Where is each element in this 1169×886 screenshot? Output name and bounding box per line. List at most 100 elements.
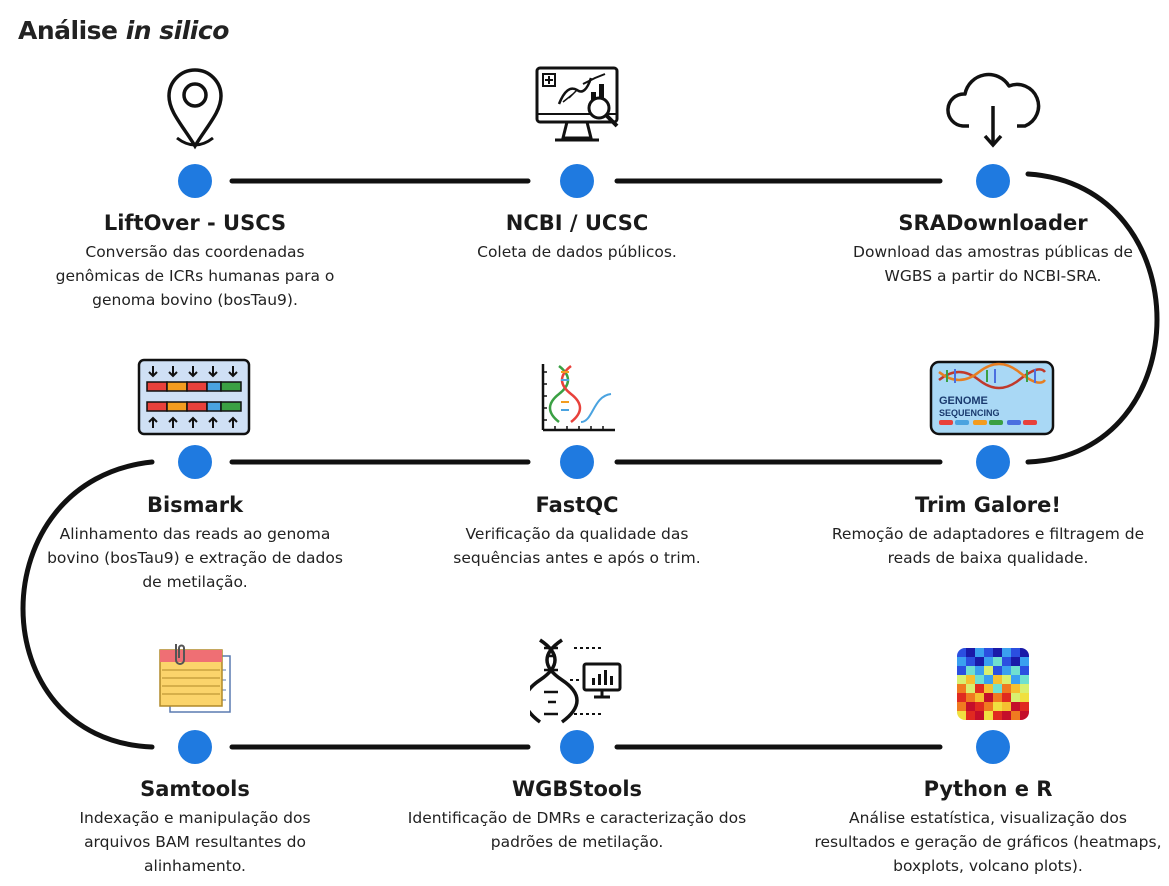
step-title: FastQC bbox=[535, 493, 619, 517]
dna-quality-icon bbox=[541, 364, 615, 432]
heatmap-cell bbox=[975, 684, 984, 693]
step-samtools: Samtools Indexação e manipulação dos arq… bbox=[15, 776, 375, 878]
heatmap-cell bbox=[1011, 666, 1020, 675]
step-title: SRADownloader bbox=[898, 211, 1088, 235]
heatmap-cell bbox=[1011, 648, 1020, 657]
heatmap-cell bbox=[1002, 684, 1011, 693]
heatmap-cell bbox=[975, 675, 984, 684]
heatmap-cell bbox=[1002, 648, 1011, 657]
heatmap-cell bbox=[993, 675, 1002, 684]
step-title: Bismark bbox=[146, 493, 244, 517]
dna-monitor-icon bbox=[530, 638, 622, 724]
step-title: Trim Galore! bbox=[915, 493, 1061, 517]
heatmap-cell bbox=[1011, 702, 1020, 711]
heatmap-cell bbox=[984, 675, 993, 684]
step-title: Samtools bbox=[140, 777, 250, 801]
step-sradownloader: SRADownloader Download das amostras públ… bbox=[813, 210, 1169, 288]
sequencing-text: SEQUENCING bbox=[939, 408, 1000, 418]
step-dot-9 bbox=[976, 730, 1010, 764]
heatmap-cell bbox=[1002, 711, 1011, 720]
heatmap-cell bbox=[1011, 684, 1020, 693]
heatmap-cell bbox=[993, 702, 1002, 711]
heatmap-cell bbox=[957, 666, 966, 675]
heatmap-cell bbox=[1002, 693, 1011, 702]
heatmap-cell bbox=[984, 684, 993, 693]
step-description: Verificação da qualidade das sequências … bbox=[453, 525, 701, 567]
alignment-icon bbox=[137, 358, 251, 436]
heatmap-cell bbox=[984, 666, 993, 675]
step-python-r: Python e R Análise estatística, visualiz… bbox=[808, 776, 1168, 878]
data-monitor-icon bbox=[535, 66, 619, 142]
step-dot-6 bbox=[976, 445, 1010, 479]
heatmap-cell bbox=[1011, 675, 1020, 684]
step-description: Coleta de dados públicos. bbox=[477, 243, 677, 261]
heatmap-cell bbox=[993, 648, 1002, 657]
step-bismark: Bismark Alinhamento das reads ao genoma … bbox=[15, 492, 375, 594]
heatmap-cell bbox=[966, 648, 975, 657]
heatmap-cell bbox=[1020, 666, 1029, 675]
step-dot-2 bbox=[560, 164, 594, 198]
step-title: NCBI / UCSC bbox=[505, 211, 649, 235]
step-description: Conversão das coordenadas genômicas de I… bbox=[55, 243, 335, 309]
step-title: Python e R bbox=[923, 777, 1053, 801]
step-description: Download das amostras públicas de WGBS a… bbox=[853, 243, 1133, 285]
step-title: WGBStools bbox=[511, 777, 643, 801]
heatmap-cell bbox=[966, 693, 975, 702]
step-liftover: LiftOver - USCS Conversão das coordenada… bbox=[15, 210, 375, 312]
heatmap-cell bbox=[993, 666, 1002, 675]
step-wgbstools: WGBStools Identificação de DMRs e caract… bbox=[397, 776, 757, 854]
step-description: Remoção de adaptadores e filtragem de re… bbox=[831, 525, 1145, 567]
step-dot-3 bbox=[976, 164, 1010, 198]
heatmap-cell bbox=[1011, 657, 1020, 666]
heatmap-cell bbox=[957, 702, 966, 711]
heatmap-cell bbox=[966, 675, 975, 684]
genome-sequencing-icon: GENOME SEQUENCING bbox=[929, 360, 1055, 436]
heatmap-cell bbox=[993, 684, 1002, 693]
heatmap-cell bbox=[975, 693, 984, 702]
step-ncbi-ucsc: NCBI / UCSC Coleta de dados públicos. bbox=[397, 210, 757, 264]
step-title: LiftOver - USCS bbox=[103, 211, 287, 235]
heatmap-cell bbox=[1020, 648, 1029, 657]
connector-4-7 bbox=[20, 459, 155, 750]
heatmap-cell bbox=[957, 693, 966, 702]
heatmap-cell bbox=[1002, 666, 1011, 675]
diagram-title: Análise in silico bbox=[18, 16, 229, 45]
map-pin-icon bbox=[167, 68, 223, 150]
heatmap-cell bbox=[1020, 702, 1029, 711]
heatmap-cell bbox=[966, 666, 975, 675]
heatmap-cell bbox=[975, 648, 984, 657]
heatmap-cell bbox=[975, 657, 984, 666]
heatmap-cell bbox=[975, 711, 984, 720]
heatmap-cell bbox=[957, 657, 966, 666]
step-dot-1 bbox=[178, 164, 212, 198]
genome-text: GENOME bbox=[939, 395, 988, 407]
heatmap-cell bbox=[984, 657, 993, 666]
heatmap-cell bbox=[957, 675, 966, 684]
heatmap-cell bbox=[975, 702, 984, 711]
heatmap-cell bbox=[1020, 693, 1029, 702]
files-icon bbox=[159, 644, 231, 713]
heatmap-cell bbox=[957, 684, 966, 693]
heatmap-cell bbox=[1020, 711, 1029, 720]
heatmap-cell bbox=[966, 711, 975, 720]
heatmap-cell bbox=[1020, 675, 1029, 684]
step-description: Indexação e manipulação dos arquivos BAM… bbox=[79, 809, 311, 875]
title-main: Análise bbox=[18, 16, 118, 45]
step-description: Análise estatística, visualização dos re… bbox=[814, 809, 1162, 875]
heatmap-cell bbox=[1020, 684, 1029, 693]
heatmap-cell bbox=[1011, 711, 1020, 720]
heatmap-cell bbox=[984, 702, 993, 711]
heatmap-cell bbox=[993, 657, 1002, 666]
step-dot-8 bbox=[560, 730, 594, 764]
heatmap-cell bbox=[1020, 657, 1029, 666]
step-dot-7 bbox=[178, 730, 212, 764]
step-trim-galore: Trim Galore! Remoção de adaptadores e fi… bbox=[808, 492, 1168, 570]
heatmap-cell bbox=[966, 702, 975, 711]
step-dot-5 bbox=[560, 445, 594, 479]
heatmap-cell bbox=[966, 657, 975, 666]
heatmap-cell bbox=[993, 693, 1002, 702]
heatmap-cell bbox=[1011, 693, 1020, 702]
heatmap-cell bbox=[966, 684, 975, 693]
step-description: Identificação de DMRs e caracterização d… bbox=[407, 809, 747, 851]
